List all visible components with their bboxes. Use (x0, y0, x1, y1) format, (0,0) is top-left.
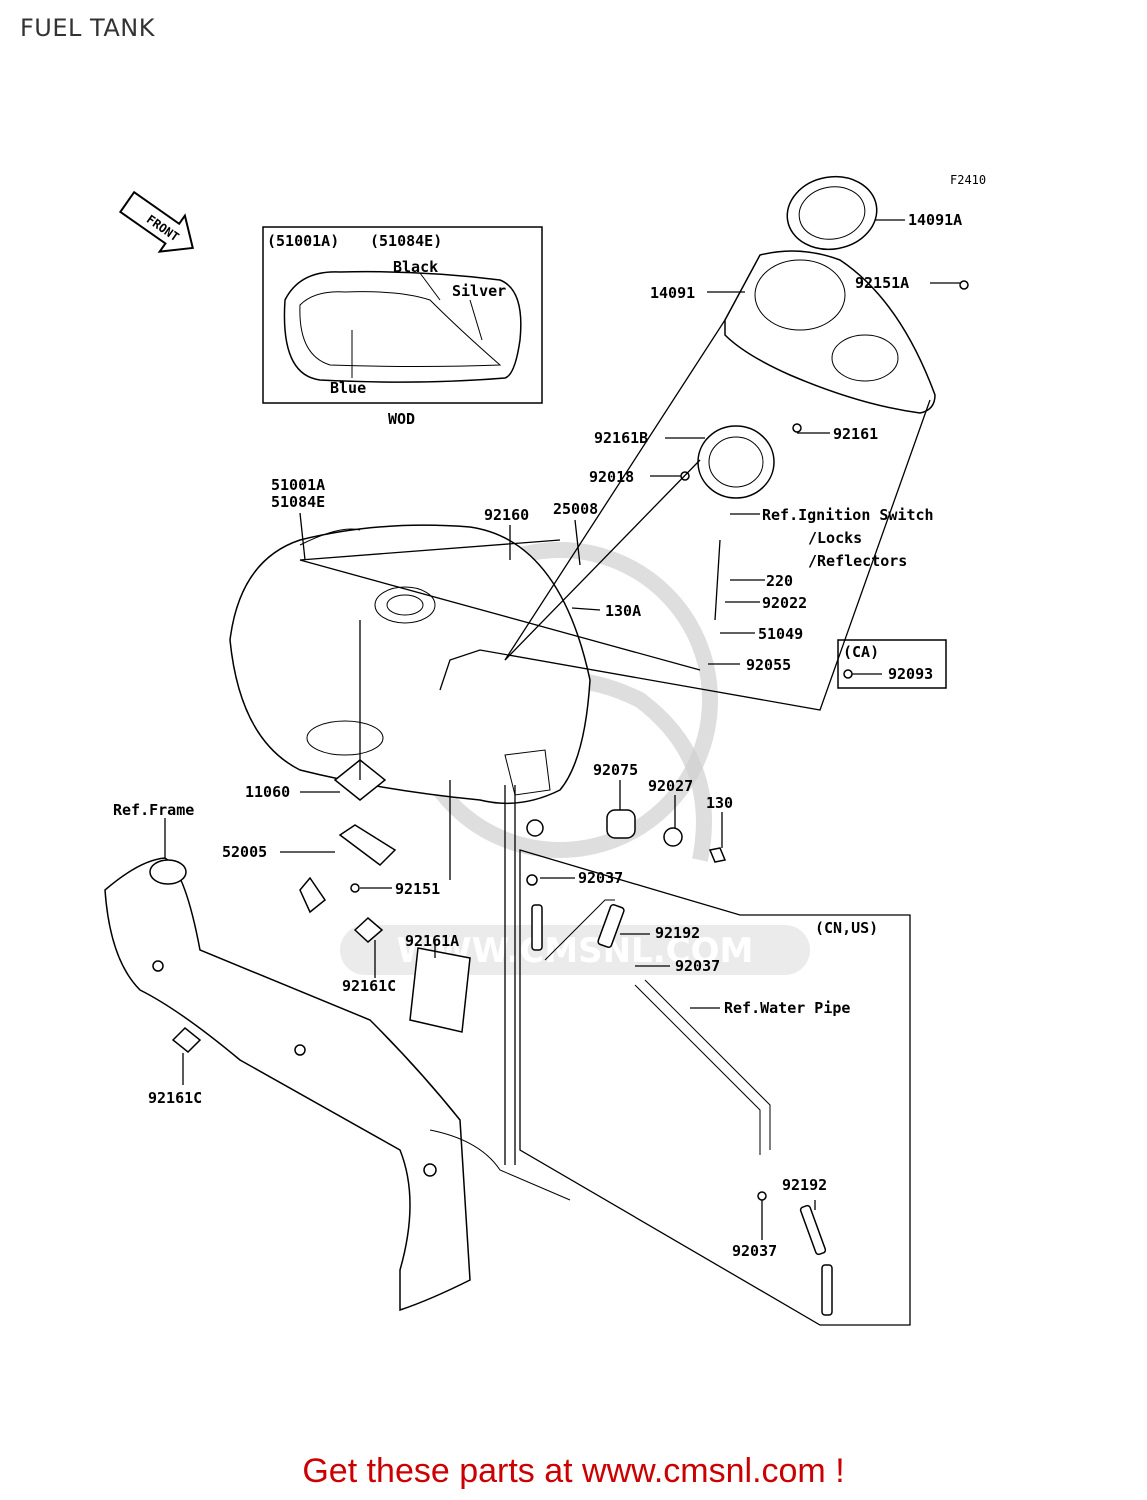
ca-box (837, 639, 947, 689)
page-title: FUEL TANK (20, 14, 155, 42)
ref-ignition-switch: Ref.Ignition Switch (762, 506, 934, 524)
label-220: 220 (766, 572, 793, 590)
label-25008: 25008 (553, 500, 598, 518)
inset-box: (51001A) (51084E) Black Silver Blue WOD (262, 226, 543, 428)
label-92151: 92151 (395, 880, 440, 898)
label-92160: 92160 (484, 506, 529, 524)
label-92018: 92018 (589, 468, 634, 486)
label-14091A: 14091A (908, 211, 962, 229)
label-92075: 92075 (593, 761, 638, 779)
label-92192-b: 92192 (782, 1176, 827, 1194)
label-130A: 130A (605, 602, 641, 620)
water-pipes (531, 899, 833, 1316)
label-92161: 92161 (833, 425, 878, 443)
leader-lines (164, 219, 960, 1326)
label-130: 130 (706, 794, 733, 812)
inset-ref-1: (51001A) (267, 232, 339, 250)
label-92161C-b: 92161C (148, 1089, 202, 1107)
inset-caption: WOD (388, 410, 415, 428)
fuel-tank (229, 524, 591, 837)
label-92151A: 92151A (855, 274, 909, 292)
label-92022: 92022 (762, 594, 807, 612)
ref-reflectors: /Reflectors (808, 552, 907, 570)
label-51001A: 51001A (271, 476, 325, 494)
figure-code: F2410 (950, 173, 986, 187)
label-92027: 92027 (648, 777, 693, 795)
label-92055: 92055 (746, 656, 791, 674)
label-92037-c: 92037 (732, 1242, 777, 1260)
promo-link[interactable]: Get these parts at www.cmsnl.com ! (302, 1452, 845, 1490)
ref-locks: /Locks (808, 529, 862, 547)
label-ca: (CA) (843, 643, 879, 661)
label-92037-a: 92037 (578, 869, 623, 887)
label-92192-a: 92192 (655, 924, 700, 942)
label-52005: 52005 (222, 843, 267, 861)
label-cn-us: (CN,US) (815, 919, 878, 937)
label-92161C-a: 92161C (342, 977, 396, 995)
inset-color-black: Black (393, 258, 438, 276)
ref-frame: Ref.Frame (113, 801, 194, 819)
label-51049: 51049 (758, 625, 803, 643)
label-92161B: 92161B (594, 429, 648, 447)
front-arrow-icon: FRONT (118, 190, 195, 253)
label-92161A: 92161A (405, 932, 459, 950)
inset-color-silver: Silver (452, 282, 506, 300)
cover-parts (680, 175, 969, 499)
label-92093: 92093 (888, 665, 933, 683)
label-51084E: 51084E (271, 493, 325, 511)
frame (104, 857, 571, 1312)
inset-color-blue: Blue (330, 379, 366, 397)
part-labels: 14091A 14091 92151A 92161 92161B 92018 5… (113, 211, 962, 1260)
label-11060: 11060 (245, 783, 290, 801)
label-92037-b: 92037 (675, 957, 720, 975)
ref-water-pipe: Ref.Water Pipe (724, 999, 850, 1017)
inset-ref-2: (51084E) (370, 232, 442, 250)
label-14091: 14091 (650, 284, 695, 302)
